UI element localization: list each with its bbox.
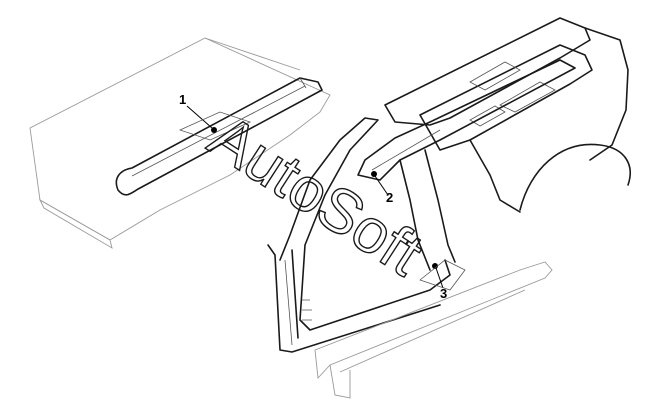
body-side-frame [267,117,456,353]
rear-upper-structure [384,17,631,213]
callout-2: 2 [371,171,393,205]
autosoft-watermark: AutoSoft [197,102,434,289]
side-roof-member [357,59,576,181]
roof-side-rail [115,77,323,196]
callout-label-1: 1 [179,92,186,107]
callout-1: 1 [178,92,252,141]
side-sill-panel [314,261,553,399]
callout-label-3: 3 [440,286,447,301]
callout-3: 3 [419,259,466,301]
roof-panel [29,37,331,249]
callout-label-2: 2 [386,190,393,205]
